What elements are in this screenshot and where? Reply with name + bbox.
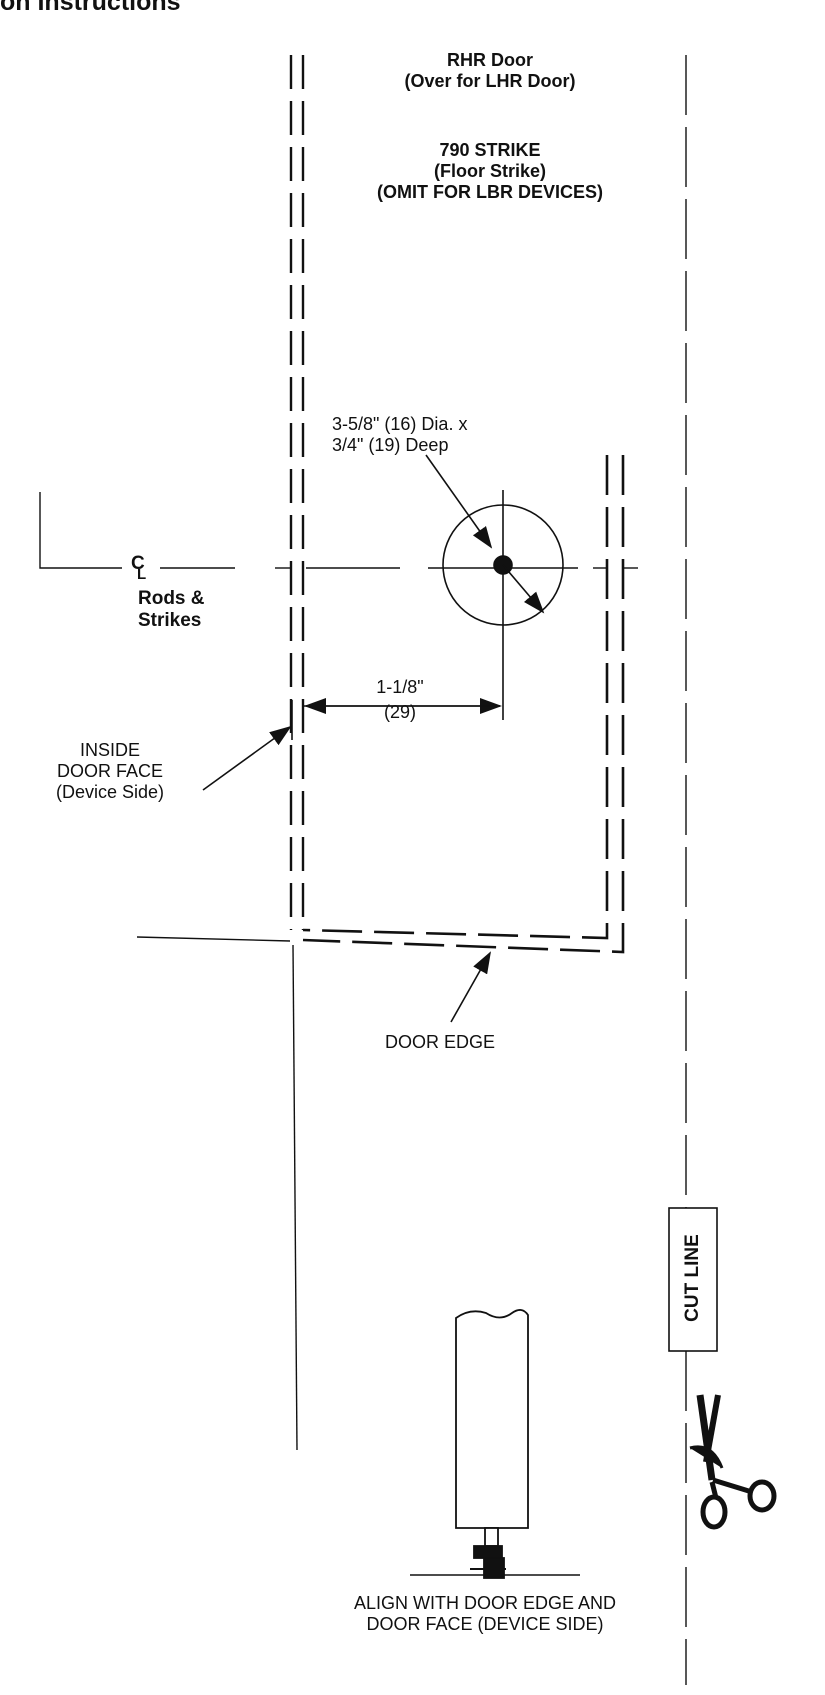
inside-line-2: DOOR FACE	[56, 761, 163, 782]
rod-illustration	[410, 1309, 580, 1579]
offset-dimension	[291, 698, 502, 740]
inside-face-leader	[202, 725, 292, 791]
strike-line-2: (Floor Strike)	[433, 161, 546, 182]
hole-diameter-arrows	[425, 454, 545, 614]
hole-spec-label: 3-5/8" (16) Dia. x 3/4" (19) Deep	[332, 414, 467, 456]
edge-reference-lines	[136, 936, 298, 1451]
strike-label: 790 STRIKE (Floor Strike) (OMIT FOR LBR …	[350, 140, 630, 204]
rods-line-2: Strikes	[138, 610, 202, 632]
hole-spec-line-2: 3/4" (19) Deep	[332, 435, 449, 456]
offset-dimension-label: 1-1/8" (29)	[350, 678, 450, 722]
hole-spec-line-1: 3-5/8" (16) Dia. x	[332, 414, 468, 434]
centerline-c: C	[131, 553, 145, 574]
inside-line-3: (Device Side)	[55, 782, 165, 803]
cut-line-label: CUT LINE	[682, 1234, 703, 1322]
strike-line-3: (OMIT FOR LBR DEVICES)	[377, 182, 603, 203]
page-header-fragment: on Instructions	[0, 0, 181, 16]
cut-line-box	[668, 1207, 718, 1352]
centerline-symbol: C	[131, 553, 145, 575]
offset-line-1: 1-1/8"	[376, 677, 424, 697]
door-edge-leader	[450, 951, 491, 1023]
strike-hole-symbol	[442, 490, 564, 720]
centerline-subscript: L	[137, 566, 147, 583]
rods-line-1: Rods &	[138, 588, 205, 609]
inside-door-face-label: INSIDE DOOR FACE (Device Side)	[36, 740, 184, 804]
door-face-dashed-lines	[289, 55, 305, 930]
offset-line-2: (29)	[383, 701, 416, 722]
rods-strikes-label: Rods & Strikes	[138, 588, 205, 633]
door-edge-dashed-lines	[302, 455, 625, 954]
align-line-1: ALIGN WITH DOOR EDGE AND	[353, 1593, 617, 1613]
centerline-bracket	[39, 492, 638, 569]
align-instruction-label: ALIGN WITH DOOR EDGE AND DOOR FACE (DEVI…	[305, 1593, 665, 1635]
scissors-icon	[689, 1394, 777, 1530]
door-type-label: RHR Door (Over for LHR Door)	[380, 50, 600, 92]
align-line-2: DOOR FACE (DEVICE SIDE)	[366, 1614, 604, 1635]
inside-line-1: INSIDE	[79, 740, 140, 760]
door-type-line-1: RHR Door	[447, 50, 533, 70]
strike-line-1: 790 STRIKE	[439, 140, 541, 160]
door-edge-label: DOOR EDGE	[385, 1032, 496, 1052]
door-type-line-2: (Over for LHR Door)	[404, 71, 576, 92]
